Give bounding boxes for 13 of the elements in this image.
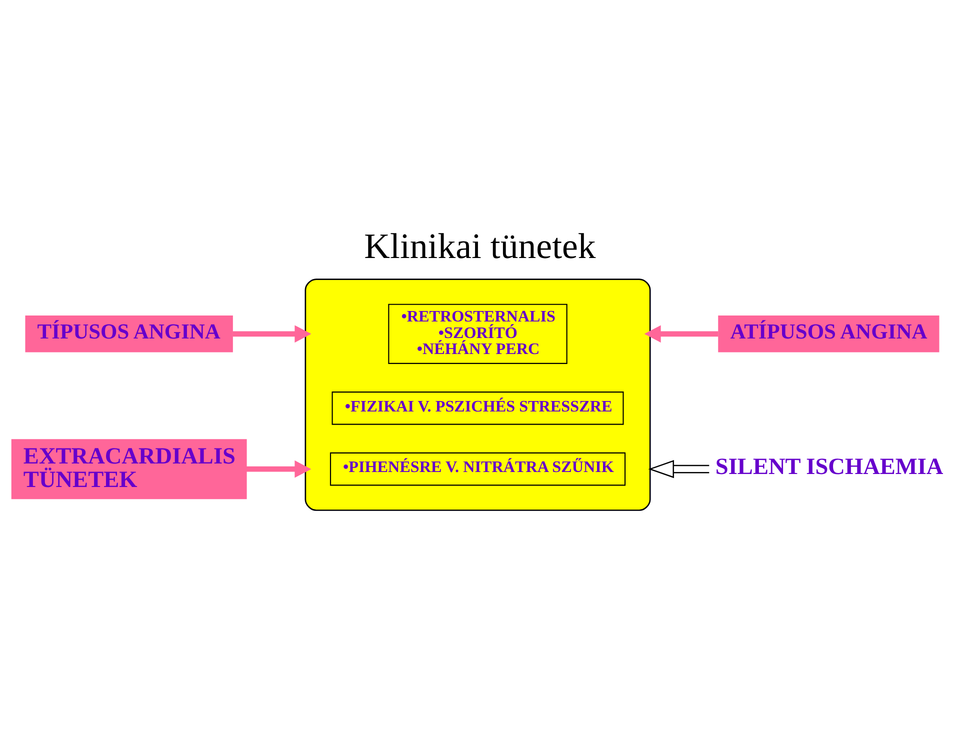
arrow [232, 324, 312, 342]
diagram-title: Klinikai tünetek [364, 225, 596, 266]
node-box: •RETROSTERNALIS •SZORÍTÓ •NÉHÁNY PERC [388, 303, 568, 364]
arrow [648, 460, 710, 478]
arrow [644, 324, 718, 342]
node-box: EXTRACARDIALIS TÜNETEK [11, 438, 247, 499]
node-text: SILENT ISCHAEMIA [715, 453, 944, 480]
node-box: ATÍPUSOS ANGINA [718, 315, 940, 352]
node-box: •PIHENÉSRE V. NITRÁTRA SZŰNIK [330, 452, 626, 486]
node-box: •FIZIKAI V. PSZICHÉS STRESSZRE [332, 391, 624, 424]
cluster [304, 278, 651, 510]
arrow [246, 460, 312, 478]
node-box: TÍPUSOS ANGINA [25, 315, 233, 352]
